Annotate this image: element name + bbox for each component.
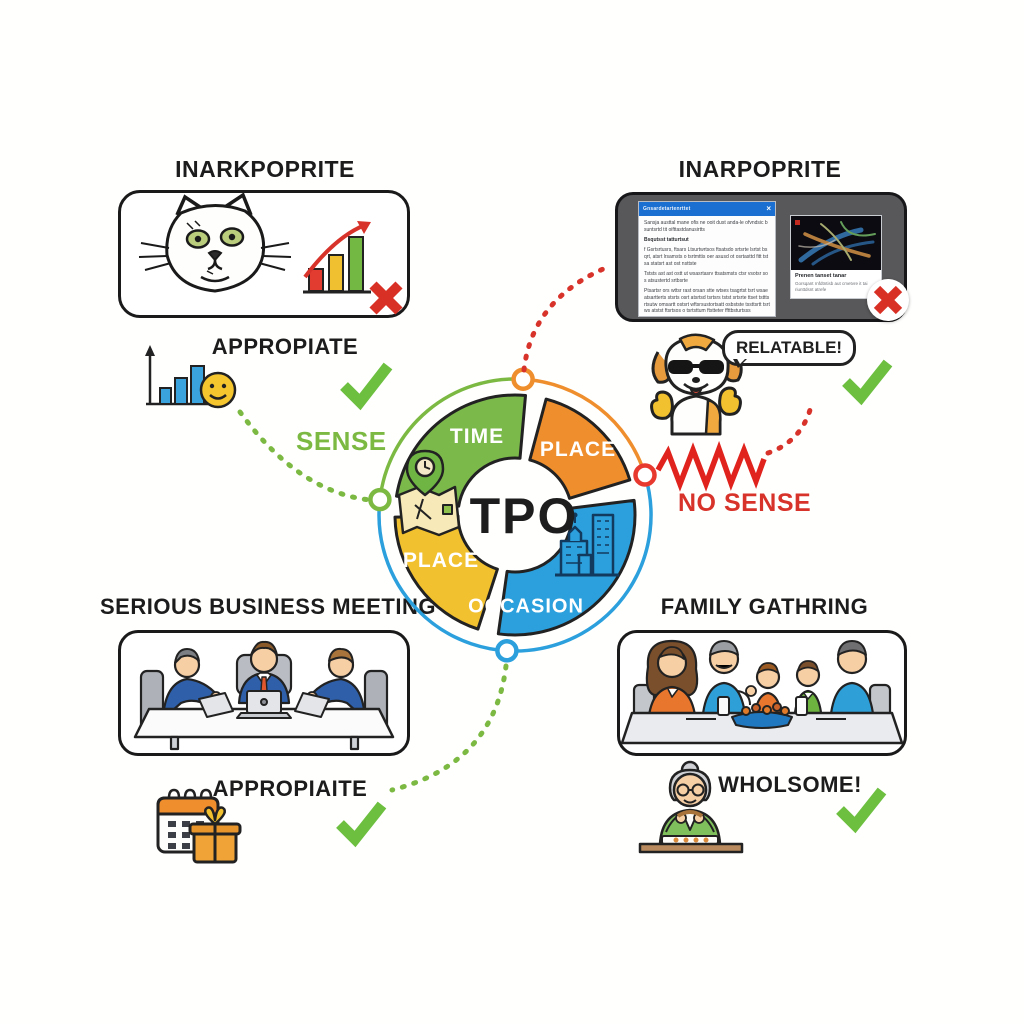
panel-inappropriate-meeting-content: [118, 190, 410, 318]
video-caption: Prenen tanset tanar Gorsqant rnfdtntisb …: [791, 270, 881, 295]
popup-body: Sansja austtal mane ofis ne ooit dust an…: [639, 216, 775, 316]
check-icon-top-right: [842, 359, 893, 406]
wheel-center-label: TPO: [469, 487, 579, 544]
node-right[interactable]: [633, 463, 657, 487]
red-x-icon: [369, 281, 403, 315]
appropriate-chart-smiley-icon: [145, 345, 237, 409]
top-left-caption: APPROPIATE: [211, 334, 359, 359]
segment-place-yellow[interactable]: [393, 514, 499, 631]
relatable-speech-bubble: RELATABLE!: [722, 330, 857, 368]
thumbs-up-paws: [650, 386, 742, 420]
bottom-right-title: FAMILY GATHRING: [660, 594, 869, 619]
node-top[interactable]: [511, 367, 535, 391]
node-left[interactable]: [368, 487, 392, 512]
popup-paragraph: f Gsrtsrtusrs, ftsars Ltsurtwrtsos ftsat…: [644, 247, 769, 267]
node-bottom[interactable]: [495, 639, 519, 663]
wheel-outer-ring: [377, 377, 653, 653]
video-caption-line: riunttdsnt atrefe: [795, 286, 827, 292]
top-right-title: INARPOPRITE: [678, 156, 842, 182]
red-x-badge: [867, 279, 909, 321]
business-meeting-illustration: [133, 640, 395, 751]
panel-family-gathering: [617, 630, 907, 756]
wheel-label-occasion: OCCASION: [468, 595, 584, 618]
no-sense-dotted-connector-right: [765, 407, 813, 456]
popup-window: Gnsardetartenrttet × Sansja austtal mane…: [638, 201, 776, 317]
video-title: Prenen tanset tanar: [795, 273, 847, 279]
map-pin-icon: [397, 449, 461, 537]
cool-dog-thumbs-up-icon: [650, 333, 743, 436]
popup-title-text: Gnsardetartenrttet: [643, 206, 691, 212]
city-buildings-icon: [555, 512, 619, 577]
thumbnail-badge-icon: [795, 220, 800, 225]
bottom-left-title: SERIOUS BUSINESS MEETING: [100, 594, 436, 619]
popup-paragraph: Bsqutsst tatturtsut: [644, 237, 689, 243]
no-sense-label: NO SENSE: [678, 489, 812, 517]
wheel-label-place-orange: PLACE: [539, 438, 617, 461]
wheel-label-time: TIME: [449, 425, 505, 448]
popup-titlebar: Gnsardetartenrttet ×: [639, 202, 775, 216]
check-icon-bottom-left: [336, 801, 387, 848]
sunglasses-icon: [668, 360, 724, 374]
segment-place-orange[interactable]: [528, 397, 632, 500]
panel-inappropriate-screen: Gnsardetartenrttet × Sansja austtal mane…: [615, 192, 907, 322]
popup-paragraph: Ptsartsr ors wttsr rast orsan stte wtses…: [644, 288, 770, 315]
bottom-left-caption: APPROPIAITE: [212, 776, 368, 801]
cat-face-icon: [138, 192, 292, 293]
video-thumbnail: [791, 216, 881, 270]
window-close-icon[interactable]: ×: [766, 204, 771, 213]
top-left-title: INARKPOPRITE: [175, 156, 355, 182]
family-gathering-illustration: [620, 639, 904, 745]
wheel-label-place-yellow: PLACE: [402, 549, 480, 572]
panel-business-meeting: [118, 630, 410, 756]
cat-and-chart-illustration: [138, 192, 403, 315]
video-caption-line: Gorsqant rnfdtntisb aut cmetvre it tai: [795, 281, 868, 286]
rising-bar-chart-icon: [303, 221, 371, 294]
popup-paragraph: Sansja austtal mane ofis ne ooit dust an…: [644, 220, 768, 233]
video-card: Prenen tanset tanar Gorsqant rnfdtntisb …: [790, 215, 882, 299]
calendar-gift-icon: [156, 788, 242, 864]
red-x-icon: [873, 285, 903, 315]
popup-paragraph: Tststs ast ast ostt ut wsasrtasrv ttsats…: [644, 271, 768, 284]
tpo-wheel: [368, 367, 657, 663]
grandma-eating-icon: [638, 760, 744, 854]
